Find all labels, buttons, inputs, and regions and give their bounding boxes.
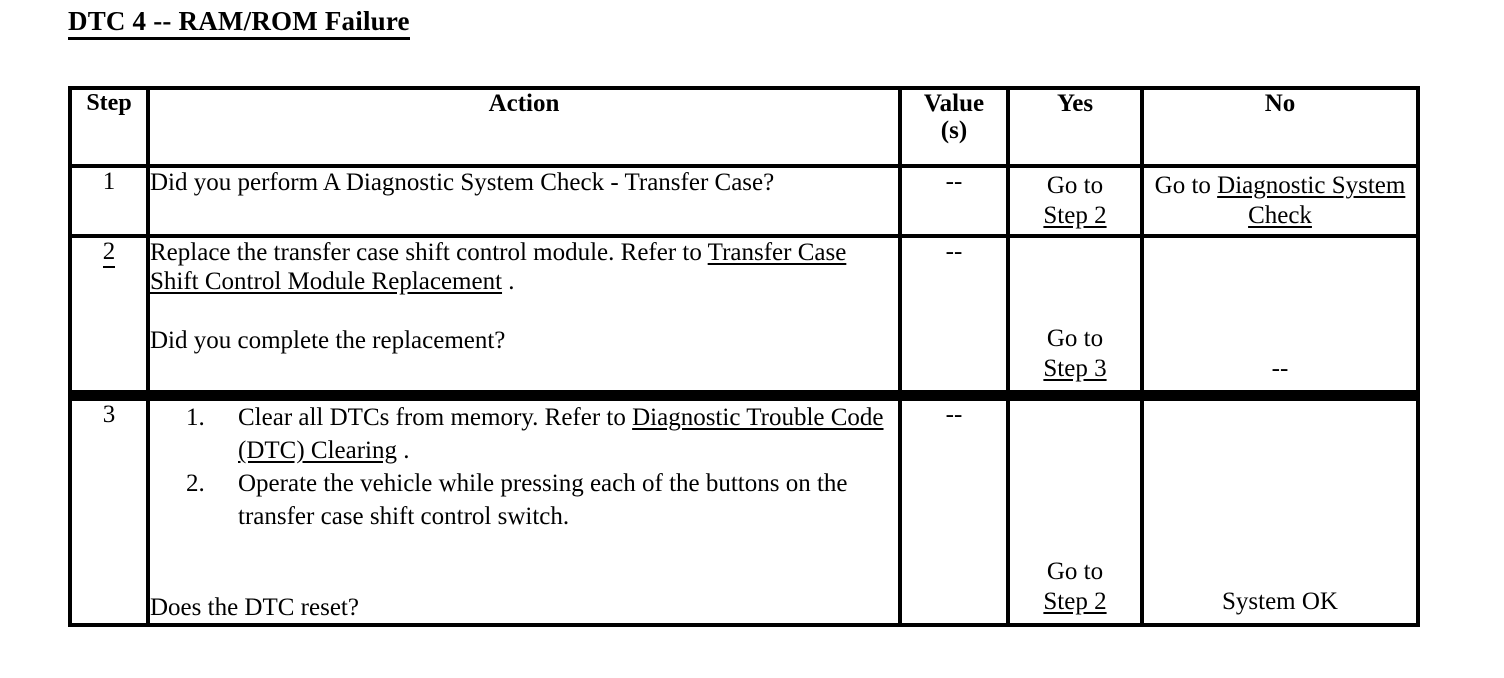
- spacer: [150, 563, 898, 593]
- column-header-yes: Yes: [1006, 86, 1144, 168]
- table-header-row: Step Action Value (s) Yes No: [68, 86, 1420, 168]
- column-header-action: Action: [146, 86, 902, 168]
- yes-cell: Go to Step 3: [1006, 234, 1144, 398]
- list-item-after-link: .: [396, 437, 410, 464]
- action-paragraph: Replace the transfer case shift control …: [150, 238, 898, 296]
- yes-prefix: Go to: [1046, 325, 1104, 352]
- value-text: --: [945, 168, 963, 195]
- value-text: --: [945, 401, 963, 428]
- list-item: 2. Operate the vehicle while pressing eac…: [150, 467, 898, 533]
- yes-prefix: Go to: [1046, 172, 1104, 199]
- action-reference-link[interactable]: Diagnostic Trouble Code (DTC) Clearing: [238, 404, 884, 464]
- yes-link[interactable]: Step 2: [1043, 202, 1107, 229]
- action-lead-text: Replace the transfer case shift control …: [150, 239, 708, 266]
- step-number-cell: 3: [68, 390, 150, 627]
- step-number-cell: 1: [68, 164, 150, 238]
- value-cell: --: [898, 234, 1010, 398]
- column-header-value: Value (s): [898, 86, 1010, 168]
- no-cell: Go to Diagnostic System Check: [1140, 164, 1420, 238]
- yes-prefix: Go to: [1046, 558, 1104, 585]
- action-cell: 1. Clear all DTCs from memory. Refer to D…: [146, 390, 902, 627]
- table-row: 3 1. Clear all DTCs from memory. Refer to…: [68, 390, 1420, 627]
- no-link[interactable]: Diagnostic System Check: [1217, 172, 1406, 229]
- list-item-lead: Operate the vehicle while pressing each …: [238, 470, 848, 530]
- list-marker: 1.: [186, 404, 205, 431]
- action-cell: Did you perform A Diagnostic System Chec…: [146, 164, 902, 238]
- value-cell: --: [898, 390, 1010, 627]
- column-header-step: Step: [68, 86, 150, 168]
- action-text: Did you perform A Diagnostic System Chec…: [150, 169, 775, 196]
- step-number: 1: [102, 168, 116, 195]
- action-reference-link[interactable]: Transfer Case Shift Control Module Repla…: [150, 239, 847, 295]
- no-prefix: Go to: [1154, 172, 1218, 199]
- table-row: 1 Did you perform A Diagnostic System Ch…: [68, 164, 1420, 238]
- column-header-no: No: [1140, 86, 1420, 168]
- list-marker: 2.: [186, 470, 205, 497]
- yes-cell: Go to Step 2: [1006, 164, 1144, 238]
- spacer: [150, 533, 898, 563]
- table-row: 2 Replace the transfer case shift contro…: [68, 234, 1420, 398]
- step-number: 3: [102, 401, 116, 428]
- column-header-value-line2: (s): [940, 117, 968, 144]
- yes-link[interactable]: Step 2: [1043, 588, 1107, 615]
- no-cell: System OK: [1140, 390, 1420, 627]
- diagnostic-procedure-table: Step Action Value (s) Yes No 1 Did you p…: [68, 86, 1420, 627]
- list-item-lead: Clear all DTCs from memory. Refer to: [238, 404, 633, 431]
- no-text: --: [1271, 355, 1289, 382]
- spacer: [150, 296, 898, 326]
- no-text: System OK: [1222, 588, 1338, 615]
- action-after-link-text: .: [502, 268, 515, 295]
- list-item: 1. Clear all DTCs from memory. Refer to D…: [150, 401, 898, 467]
- page-title: DTC 4 -- RAM/ROM Failure: [68, 6, 410, 40]
- action-ordered-list: 1. Clear all DTCs from memory. Refer to D…: [150, 401, 898, 533]
- action-question: Does the DTC reset?: [150, 594, 359, 621]
- yes-link[interactable]: Step 3: [1043, 355, 1107, 382]
- no-cell: --: [1140, 234, 1420, 398]
- value-cell: --: [898, 164, 1010, 238]
- column-header-value-line1: Value: [923, 90, 985, 117]
- step-number-cell: 2: [68, 234, 150, 398]
- yes-cell: Go to Step 2: [1006, 390, 1144, 627]
- value-text: --: [945, 238, 963, 265]
- action-question: Did you complete the replacement?: [150, 327, 506, 354]
- action-cell: Replace the transfer case shift control …: [146, 234, 902, 398]
- step-number[interactable]: 2: [102, 238, 116, 268]
